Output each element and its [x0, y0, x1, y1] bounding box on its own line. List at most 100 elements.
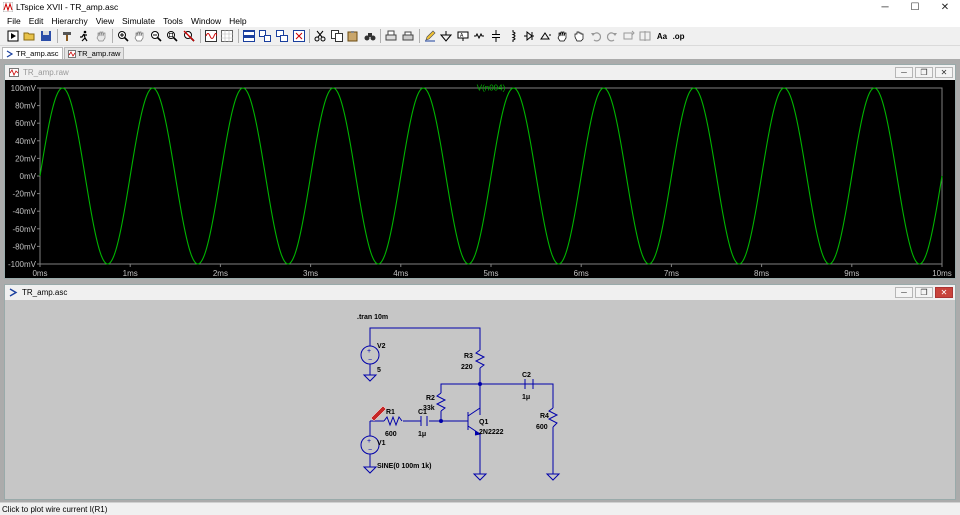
q1-name-label[interactable]: Q1	[479, 419, 488, 426]
r1-value-label[interactable]: 600	[385, 431, 397, 438]
menu-hierarchy[interactable]: Hierarchy	[51, 15, 88, 26]
zoom-out-button[interactable]	[148, 28, 164, 44]
q1-value-label[interactable]: 2N2222	[479, 429, 504, 436]
r2-value-label[interactable]: 33k	[423, 405, 435, 412]
menu-help[interactable]: Help	[229, 15, 247, 26]
c2-name-label[interactable]: C2	[522, 372, 531, 379]
find-button[interactable]	[362, 28, 378, 44]
r3-name-label[interactable]: R3	[464, 353, 473, 360]
drag-button[interactable]	[571, 28, 587, 44]
plot-close-button[interactable]: ✕	[935, 67, 953, 78]
c1-value-label[interactable]: 1μ	[418, 431, 426, 438]
menu-window[interactable]: Window	[190, 15, 222, 26]
waveform-window-titlebar[interactable]: TR_amp.raw ─ ❐ ✕	[5, 65, 955, 80]
v1-value-label[interactable]: SINE(0 100m 1k)	[377, 463, 431, 470]
cut-button[interactable]	[312, 28, 328, 44]
spice-directive-button[interactable]: .op	[671, 28, 687, 44]
trace-v-n004[interactable]	[39, 87, 943, 265]
trace-label[interactable]: V(n004)	[477, 84, 506, 93]
schematic-canvas[interactable]: + − + − .tran 10m V2 5 R3 220 C2 1μ R2 3…	[5, 300, 955, 499]
menu-view[interactable]: View	[95, 15, 115, 26]
r1-resistor-symbol[interactable]	[383, 415, 403, 427]
tile-vertical-button[interactable]	[257, 28, 273, 44]
halt-button[interactable]	[93, 28, 109, 44]
view-netlist-button[interactable]	[219, 28, 235, 44]
wire[interactable]	[369, 420, 384, 436]
wire[interactable]	[440, 383, 480, 393]
tran-directive[interactable]: .tran 10m	[357, 314, 388, 321]
move-button[interactable]	[554, 28, 570, 44]
v1-ground-symbol	[362, 466, 378, 474]
tab-tr-amp-raw[interactable]: TR_amp.raw	[63, 47, 125, 59]
undo-button[interactable]	[588, 28, 604, 44]
print-setup-button[interactable]	[400, 28, 416, 44]
draw-wire-button[interactable]	[422, 28, 438, 44]
text-button[interactable]: Aa	[654, 28, 670, 44]
wire[interactable]	[369, 327, 481, 350]
c2-value-label[interactable]: 1μ	[522, 394, 530, 401]
menu-simulate[interactable]: Simulate	[122, 15, 156, 26]
close-button[interactable]: ✕	[940, 1, 950, 13]
pan-button[interactable]	[131, 28, 147, 44]
zoom-cancel-button[interactable]	[181, 28, 197, 44]
schematic-restore-button[interactable]: ❐	[915, 287, 933, 298]
menu-edit[interactable]: Edit	[28, 15, 44, 26]
save-button[interactable]	[38, 28, 54, 44]
c2-capacitor-symbol[interactable]	[524, 379, 534, 389]
cascade-button[interactable]	[274, 28, 290, 44]
y-axis-tick-label: -40mV	[12, 207, 36, 216]
q1-transistor-symbol[interactable]	[463, 395, 481, 474]
ground-button[interactable]	[438, 28, 454, 44]
copy-button[interactable]	[329, 28, 345, 44]
zoom-fit-button[interactable]	[164, 28, 180, 44]
r2-name-label[interactable]: R2	[426, 395, 435, 402]
v1-name-label[interactable]: V1	[377, 440, 386, 447]
zoom-in-button[interactable]	[115, 28, 131, 44]
print-button[interactable]	[383, 28, 399, 44]
tab-tr-amp-asc[interactable]: TR_amp.asc	[2, 47, 63, 59]
c1-capacitor-symbol[interactable]	[420, 416, 428, 426]
r1-name-label[interactable]: R1	[386, 409, 395, 416]
resistor-button[interactable]	[471, 28, 487, 44]
paste-button[interactable]	[345, 28, 361, 44]
menu-file[interactable]: File	[7, 15, 21, 26]
plot-restore-button[interactable]: ❐	[915, 67, 933, 78]
minimize-button[interactable]: ─	[881, 1, 889, 13]
y-axis-tick-label: -80mV	[12, 242, 36, 251]
r2-resistor-symbol[interactable]	[435, 392, 447, 412]
mirror-button[interactable]	[637, 28, 653, 44]
r4-resistor-symbol[interactable]	[547, 407, 559, 428]
r4-name-label[interactable]: R4	[540, 413, 549, 420]
maximize-button[interactable]: ☐	[910, 1, 920, 13]
tile-horizontal-button[interactable]	[241, 28, 257, 44]
label-net-button[interactable]: A	[455, 28, 471, 44]
diode-button[interactable]	[521, 28, 537, 44]
open-button[interactable]	[22, 28, 38, 44]
r3-resistor-symbol[interactable]	[474, 349, 486, 369]
r4-value-label[interactable]: 600	[536, 424, 548, 431]
redo-button[interactable]	[604, 28, 620, 44]
new-schematic-button[interactable]	[5, 28, 21, 44]
capacitor-button[interactable]	[488, 28, 504, 44]
r3-value-label[interactable]: 220	[461, 364, 473, 371]
menu-tools[interactable]: Tools	[163, 15, 183, 26]
control-panel-button[interactable]	[60, 28, 76, 44]
rotate-button[interactable]	[621, 28, 637, 44]
v2-name-label[interactable]: V2	[377, 343, 386, 350]
c1-name-label[interactable]: C1	[418, 409, 427, 416]
wire[interactable]	[479, 368, 554, 415]
waveform-plot[interactable]: 100mV80mV60mV40mV20mV0mV-20mV-40mV-60mV-…	[5, 80, 955, 278]
schematic-drawing[interactable]: + − + − .tran 10m V2 5 R3 220 C2 1μ R2 3…	[5, 300, 955, 499]
hand-icon	[96, 31, 106, 42]
run-button[interactable]	[76, 28, 92, 44]
close-all-button[interactable]	[291, 28, 307, 44]
autorange-button[interactable]	[203, 28, 219, 44]
schematic-minimize-button[interactable]: ─	[895, 287, 913, 298]
plot-minimize-button[interactable]: ─	[895, 67, 913, 78]
schematic-window-titlebar[interactable]: TR_amp.asc ─ ❐ ✕	[5, 285, 955, 300]
v2-value-label[interactable]: 5	[377, 367, 381, 374]
schematic-close-button[interactable]: ✕	[935, 287, 953, 298]
inductor-button[interactable]	[505, 28, 521, 44]
component-button[interactable]	[538, 28, 554, 44]
